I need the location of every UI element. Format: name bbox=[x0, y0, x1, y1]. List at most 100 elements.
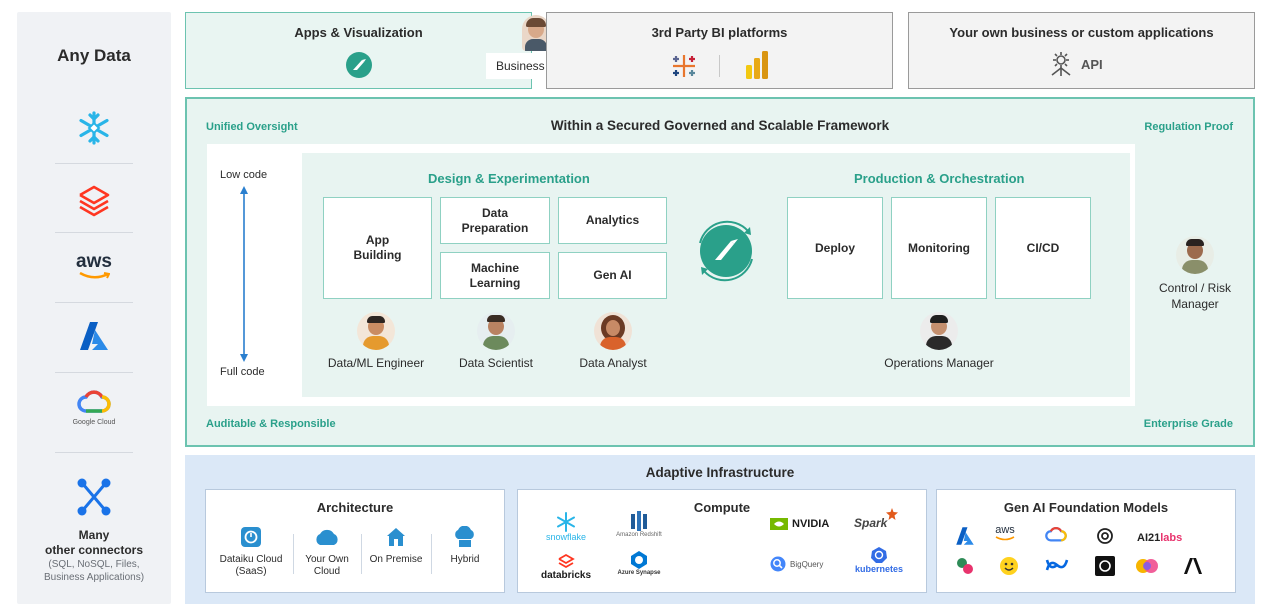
kubernetes-icon bbox=[871, 547, 887, 563]
snowflake-icon bbox=[17, 110, 171, 146]
nvidia-logo: NVIDIA bbox=[770, 518, 829, 530]
anthropic-icon bbox=[1183, 557, 1203, 580]
divider bbox=[55, 302, 133, 303]
operations-manager: Operations Manager bbox=[872, 312, 1006, 370]
divider bbox=[719, 55, 720, 77]
genai-aws-text: aws bbox=[995, 524, 1015, 536]
any-data-panel: Any Data aws bbox=[17, 12, 171, 604]
own-cloud-item: Your Own Cloud bbox=[296, 526, 358, 578]
openai-icon bbox=[1095, 526, 1115, 551]
google-cloud-icon: Google Cloud bbox=[17, 389, 171, 426]
databricks-small-icon bbox=[558, 553, 575, 569]
code-scale-arrow bbox=[240, 186, 248, 362]
redshift-icon bbox=[631, 511, 647, 531]
scientist-avatar bbox=[477, 312, 515, 350]
ops-avatar bbox=[920, 312, 958, 350]
deploy-box: Deploy bbox=[787, 197, 883, 299]
business-sme-avatar bbox=[522, 15, 550, 51]
unified-oversight-label: Unified Oversight bbox=[206, 121, 298, 133]
apps-title: Apps & Visualization bbox=[294, 25, 423, 40]
monitoring-box: Monitoring bbox=[891, 197, 987, 299]
divider bbox=[55, 372, 133, 373]
divider bbox=[55, 452, 133, 453]
nvidia-text: NVIDIA bbox=[792, 518, 830, 530]
data-preparation-box: Data Preparation bbox=[440, 197, 550, 244]
snowflake-icon bbox=[557, 512, 575, 532]
custom-applications-box: Your own business or custom applications… bbox=[908, 12, 1255, 89]
divider bbox=[55, 232, 133, 233]
engineer-label: Data/ML Engineer bbox=[327, 356, 425, 370]
ai21-labs-text: labs bbox=[1160, 532, 1183, 544]
apps-visualization-box: Apps & Visualization bbox=[185, 12, 532, 89]
databricks-icon bbox=[17, 182, 171, 218]
risk-label: Control / Risk Manager bbox=[1158, 281, 1232, 311]
synapse-text: Azure Synapse bbox=[617, 570, 661, 576]
spark-logo: Spark bbox=[854, 508, 898, 532]
dataiku-cloud-icon bbox=[241, 527, 261, 547]
data-ml-engineer: Data/ML Engineer bbox=[316, 312, 436, 370]
aws-text: aws bbox=[76, 251, 112, 272]
aws-bedrock-logo: aws bbox=[995, 524, 1015, 541]
low-code-label: Low code bbox=[220, 169, 268, 181]
snowflake-text: snowflake bbox=[545, 532, 587, 542]
hybrid-icon bbox=[455, 526, 474, 547]
analytics-box: Analytics bbox=[558, 197, 667, 244]
hybrid-item: Hybrid bbox=[434, 526, 496, 566]
api-icon bbox=[1051, 52, 1071, 76]
many-connectors-subtitle: (SQL, NoSQL, Files, Business Application… bbox=[43, 559, 145, 583]
redshift-logo: Amazon Redshift bbox=[604, 510, 674, 538]
on-premise-item: On Premise bbox=[364, 526, 428, 566]
tableau-icon bbox=[669, 51, 699, 86]
dataiku-cloud-item: Dataiku Cloud (SaaS) bbox=[212, 526, 290, 578]
spark-text: Spark bbox=[854, 516, 888, 530]
power-bi-icon bbox=[744, 49, 770, 86]
divider bbox=[293, 534, 294, 574]
enterprise-grade-label: Enterprise Grade bbox=[1143, 418, 1233, 430]
regulation-proof-label: Regulation Proof bbox=[1144, 121, 1233, 133]
snowflake-logo: snowflake bbox=[536, 512, 596, 542]
cycle-icon bbox=[688, 213, 764, 294]
azure-icon bbox=[17, 320, 171, 352]
kubernetes-text: kubernetes bbox=[854, 564, 904, 574]
divider bbox=[431, 534, 432, 574]
aws-icon: aws bbox=[17, 252, 171, 280]
risk-avatar bbox=[1176, 236, 1214, 274]
ai21-text: AI21 bbox=[1137, 532, 1161, 544]
genai-title: Gen AI Foundation Models bbox=[1003, 500, 1169, 515]
control-risk-manager: Control / Risk Manager bbox=[1143, 236, 1247, 312]
api-label: API bbox=[1081, 56, 1103, 72]
any-data-title: Any Data bbox=[57, 46, 131, 65]
connectors-icon bbox=[17, 477, 171, 517]
google-cloud-caption: Google Cloud bbox=[72, 419, 116, 426]
adaptive-infrastructure-panel: Adaptive Infrastructure Architecture Dat… bbox=[185, 455, 1255, 604]
architecture-box: Architecture Dataiku Cloud (SaaS) Your O… bbox=[205, 489, 505, 593]
app-building-box: App Building bbox=[323, 197, 432, 299]
scientist-label: Data Scientist bbox=[458, 356, 534, 370]
synapse-logo: Azure Synapse bbox=[604, 550, 674, 576]
analyst-avatar bbox=[594, 312, 632, 350]
spark-star-icon bbox=[886, 508, 898, 520]
genai-foundation-box: Gen AI Foundation Models aws AI21labs bbox=[936, 489, 1236, 593]
many-connectors-title: Many other connectors bbox=[44, 528, 143, 557]
on-premise-icon bbox=[387, 528, 405, 546]
mistral-icon bbox=[1135, 557, 1159, 580]
infra-title: Adaptive Infrastructure bbox=[645, 465, 795, 480]
design-title: Design & Experimentation bbox=[428, 171, 590, 186]
ai21-labs-logo: AI21labs bbox=[1137, 528, 1182, 546]
dataiku-cloud-label: Dataiku Cloud (SaaS) bbox=[219, 554, 283, 577]
api-group: API bbox=[1047, 51, 1103, 77]
hugging-face-icon bbox=[999, 556, 1019, 581]
custom-title: Your own business or custom applications bbox=[949, 25, 1214, 40]
machine-learning-box: Machine Learning bbox=[440, 252, 550, 299]
own-cloud-label: Your Own Cloud bbox=[305, 554, 349, 577]
dataiku-logo-icon bbox=[345, 51, 373, 84]
framework-panel: Unified Oversight Regulation Proof Audit… bbox=[185, 97, 1255, 447]
many-connectors: Many other connectors (SQL, NoSQL, Files… bbox=[17, 528, 171, 584]
engineer-avatar bbox=[357, 312, 395, 350]
kubernetes-logo: kubernetes bbox=[844, 546, 914, 574]
framework-title: Within a Secured Governed and Scalable F… bbox=[550, 118, 890, 133]
analyst-label: Data Analyst bbox=[579, 356, 647, 370]
databricks-logo: databricks bbox=[536, 552, 596, 581]
openai-dark-icon bbox=[1095, 556, 1115, 581]
azure-openai-icon bbox=[955, 526, 975, 551]
